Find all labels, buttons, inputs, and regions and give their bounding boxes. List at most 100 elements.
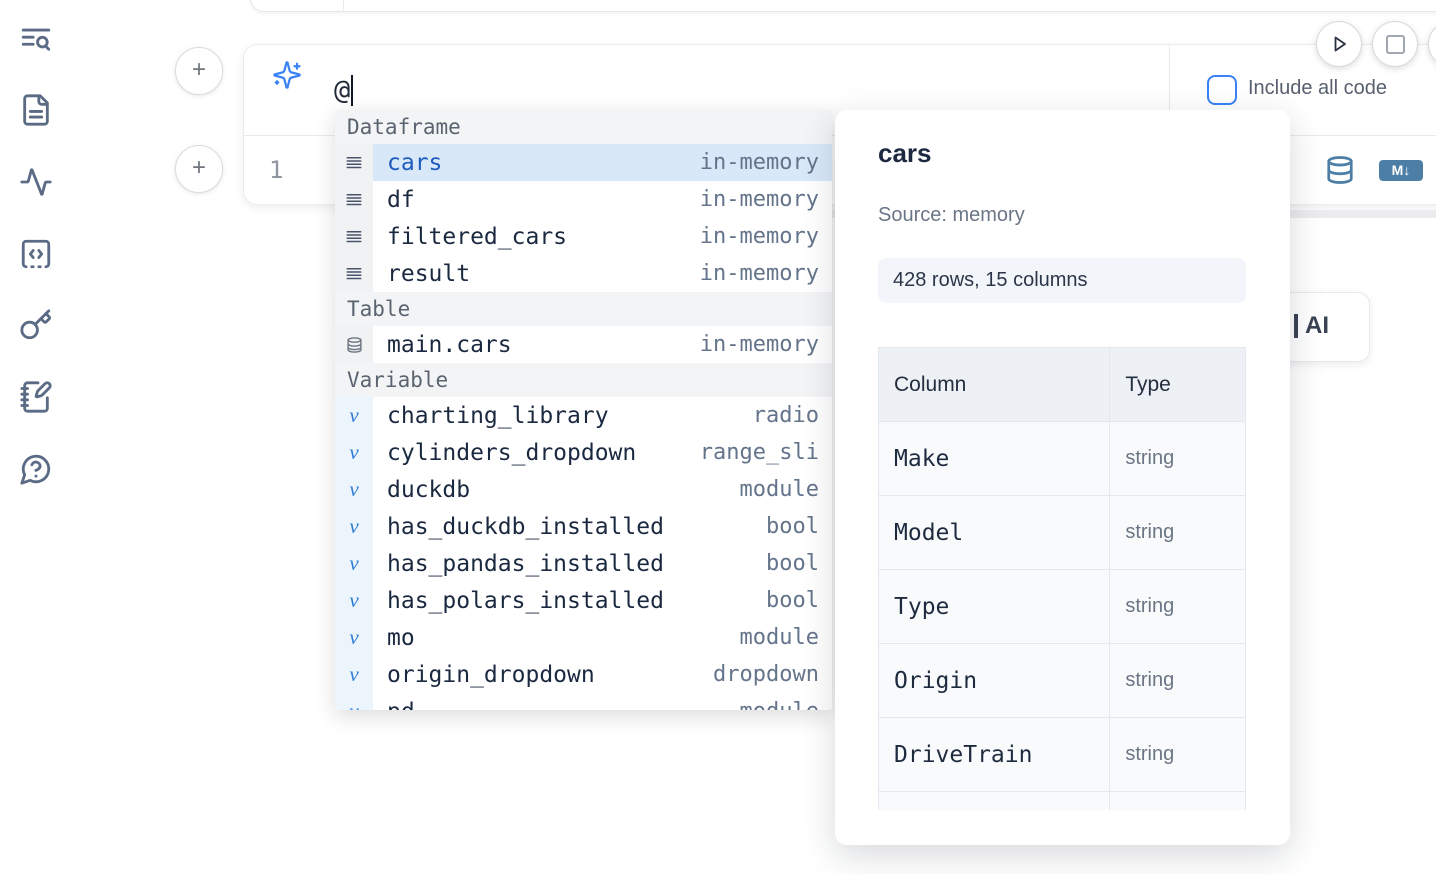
text-caret: [351, 75, 354, 106]
ai-sparkle-icon: [272, 60, 302, 90]
preview-shape-badge: 428 rows, 15 columns: [878, 258, 1246, 303]
ai-button-label: AI: [1305, 312, 1329, 339]
ai-prompt-row: @: [244, 45, 1169, 135]
variable-v-icon: v: [335, 434, 373, 471]
autocomplete-item-type: dropdown: [713, 662, 819, 687]
autocomplete-section-header: Dataframe: [335, 110, 832, 144]
autocomplete-item[interactable]: v charting_library radio: [335, 397, 832, 434]
activity-icon[interactable]: [19, 165, 53, 199]
column-name: Make: [894, 445, 950, 472]
autocomplete-item-name: cars: [387, 149, 443, 176]
column-type: string: [1125, 447, 1175, 469]
clipped-letter: [1294, 314, 1298, 338]
autocomplete-item-type: in-memory: [699, 261, 819, 286]
preview-table-row: Model string: [878, 495, 1246, 570]
notebook-pen-icon[interactable]: [19, 380, 53, 414]
autocomplete-item[interactable]: v has_duckdb_installed bool: [335, 508, 832, 545]
include-all-code-checkbox[interactable]: [1207, 75, 1237, 105]
code-editor-row[interactable]: 1 M↓: [244, 136, 1436, 205]
line-number: 1: [269, 156, 284, 184]
preview-title: cars: [878, 138, 932, 168]
autocomplete-item-type: in-memory: [699, 224, 819, 249]
add-cell-button-top[interactable]: +: [175, 47, 223, 95]
autocomplete-item[interactable]: cars in-memory: [335, 144, 832, 181]
variable-v-icon: v: [335, 508, 373, 545]
prompt-options-zone: Include all code: [1169, 45, 1436, 135]
autocomplete-item-name: has_duckdb_installed: [387, 513, 664, 540]
autocomplete-item[interactable]: filtered_cars in-memory: [335, 218, 832, 255]
autocomplete-item-name: main.cars: [387, 331, 512, 358]
variable-v-icon: v: [335, 471, 373, 508]
add-cell-button-bottom[interactable]: +: [175, 145, 223, 193]
column-type: string: [1125, 521, 1175, 543]
code-scratchpad-icon[interactable]: [19, 237, 53, 271]
ai-prompt-input[interactable]: @: [334, 74, 354, 106]
previous-cell-divider: [343, 0, 344, 11]
autocomplete-item[interactable]: v pd module: [335, 693, 832, 710]
autocomplete-item[interactable]: v has_pandas_installed bool: [335, 545, 832, 582]
autocomplete-item-type: in-memory: [699, 332, 819, 357]
autocomplete-item-type: in-memory: [699, 187, 819, 212]
autocomplete-item[interactable]: df in-memory: [335, 181, 832, 218]
autocomplete-item-name: charting_library: [387, 402, 609, 429]
markdown-convert-icon[interactable]: M↓: [1379, 159, 1423, 181]
autocomplete-item[interactable]: v origin_dropdown dropdown: [335, 656, 832, 693]
file-text-icon[interactable]: [19, 93, 53, 127]
autocomplete-item-type: bool: [766, 514, 819, 539]
column-name: Model: [894, 519, 964, 546]
autocomplete-item-type: module: [740, 699, 819, 710]
autocomplete-item-name: pd: [387, 699, 415, 711]
include-all-code-label: Include all code: [1248, 77, 1387, 99]
stop-cell-button[interactable]: [1372, 21, 1418, 67]
column-name: DriveTrain: [894, 741, 1033, 768]
autocomplete-item-type: bool: [766, 588, 819, 613]
play-icon: [1334, 36, 1346, 52]
variable-v-icon: v: [335, 582, 373, 619]
autocomplete-item-type: in-memory: [699, 150, 819, 175]
column-type: string: [1125, 669, 1175, 691]
variable-v-icon: v: [335, 545, 373, 582]
autocomplete-item-name: duckdb: [387, 476, 471, 503]
autocomplete-item[interactable]: main.cars in-memory: [335, 326, 832, 363]
variable-v-icon: v: [335, 656, 373, 693]
autocomplete-item-type: bool: [766, 551, 819, 576]
autocomplete-item-name: origin_dropdown: [387, 661, 595, 688]
help-bubble-icon[interactable]: [19, 452, 53, 486]
autocomplete-item-type: radio: [752, 403, 819, 428]
autocomplete-item-type: module: [739, 625, 819, 650]
preview-table-row-clipped: [878, 791, 1246, 810]
variable-v-icon: v: [335, 397, 373, 434]
ai-prompt-value: @: [334, 74, 351, 106]
preview-table-row: DriveTrain string: [878, 717, 1246, 792]
list-search-icon[interactable]: [19, 23, 53, 57]
autocomplete-item-name: has_pandas_installed: [387, 550, 664, 577]
autocomplete-item-name: filtered_cars: [387, 223, 568, 250]
preview-table-header-column: Column: [878, 347, 1111, 422]
dataframe-preview-panel: cars Source: memory 428 rows, 15 columns…: [835, 110, 1290, 845]
dataframe-rows-icon: [335, 255, 373, 292]
stop-icon: [1385, 34, 1405, 54]
column-name: Origin: [894, 667, 978, 694]
database-connect-icon[interactable]: [1325, 154, 1355, 186]
preview-table-row: Origin string: [878, 643, 1246, 718]
variable-v-icon: v: [335, 693, 373, 710]
autocomplete-section-header: Variable: [335, 363, 832, 397]
variable-v-icon: v: [335, 619, 373, 656]
run-cell-button[interactable]: [1316, 21, 1362, 67]
autocomplete-item-name: mo: [387, 624, 415, 651]
autocomplete-item-type: range_sli: [699, 440, 819, 465]
column-name: Type: [894, 593, 950, 620]
key-icon[interactable]: [19, 308, 53, 342]
column-type: string: [1125, 743, 1175, 765]
autocomplete-item-type: module: [739, 477, 819, 502]
autocomplete-item-name: df: [387, 186, 415, 213]
